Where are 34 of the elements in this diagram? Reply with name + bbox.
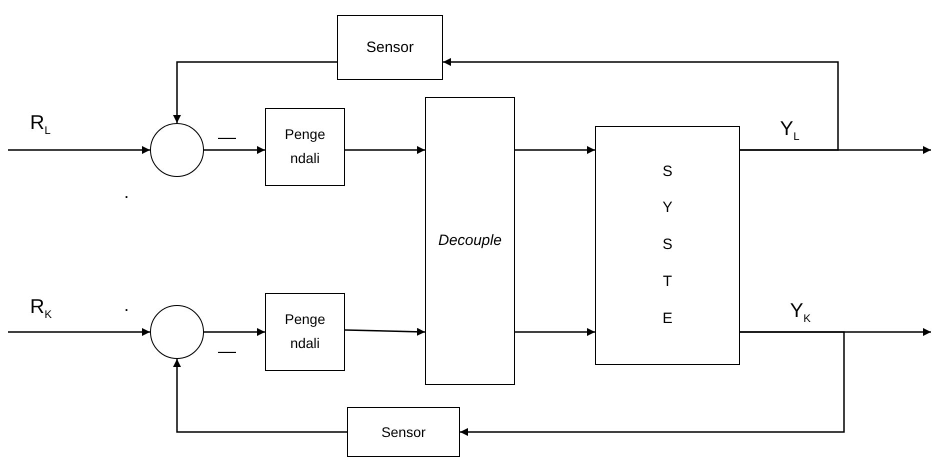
decoupler-box [425,97,515,385]
box-label: Decouple [438,231,502,251]
arrow [173,359,347,433]
signal-label: R$_{K}$ [30,296,52,321]
signal-label: R$_{L}$ [30,112,51,137]
box-label: Sensor [381,422,426,442]
controller-box [265,108,345,186]
box-label: Penge ndali [284,310,326,353]
arrow [345,146,425,154]
sign-mark: — [218,128,236,146]
arrow [460,331,845,436]
arrow [8,328,150,336]
sign-mark: . [124,183,130,201]
arrow [515,146,595,154]
sensor-box [347,407,460,457]
arrow [8,146,150,154]
signal-label: Y$_{K}$ [790,300,811,325]
arrow [515,328,595,336]
arrow [204,146,265,154]
box-label: S Y S T E [661,162,674,329]
arrow [344,328,426,336]
arrow [173,61,337,123]
sign-mark: — [218,342,236,360]
summing-junction [150,305,204,359]
controller-box [265,293,345,371]
box-label: Sensor [366,38,414,58]
sensor-box [337,15,443,80]
arrow [443,58,839,151]
sign-mark: . [124,296,130,314]
system-box [595,126,740,365]
signal-label: Y$_{L}$ [780,118,800,143]
arrow [204,328,265,336]
summing-junction [150,123,204,177]
box-label: Penge ndali [284,125,326,168]
